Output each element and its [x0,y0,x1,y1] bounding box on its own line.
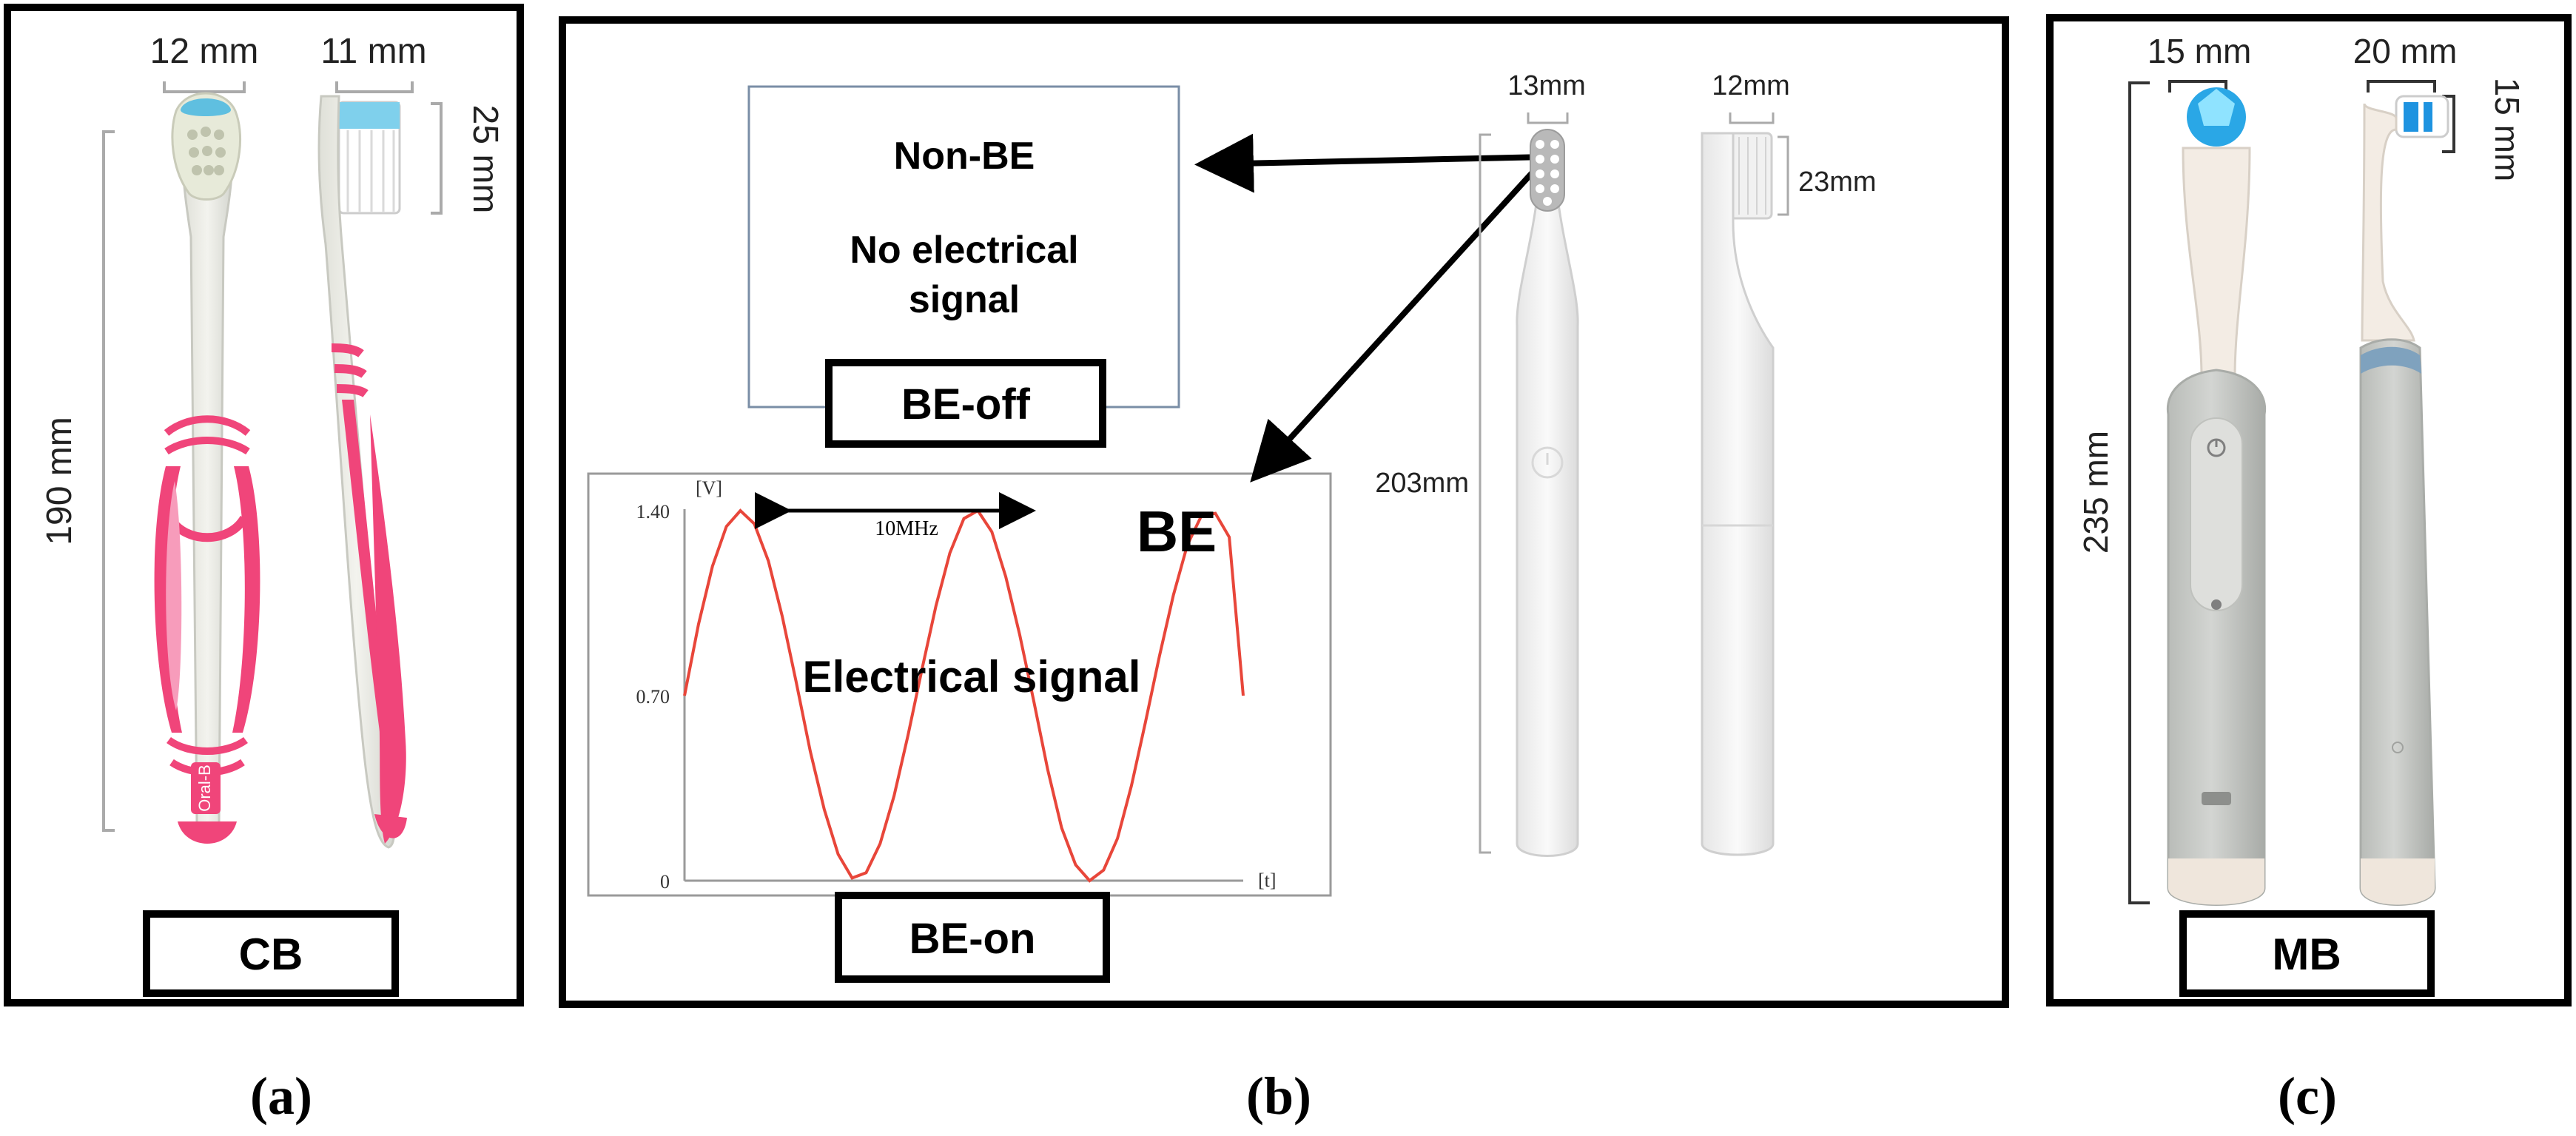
dim-a-total-length: 190 mm [40,417,79,545]
dim-b-total-length: 203mm [1375,468,1469,499]
panel-c: 15 mm 20 mm 15 mm 235 mm [2046,14,2572,1006]
be-chart-box [587,472,1332,897]
dim-b-side-width: 12mm [1712,70,1790,101]
non-be-title: Non-BE [894,135,1035,178]
manual-toothbrush-side [317,95,407,849]
panel-a: 12 mm 11 mm 25 mm 190 mm Oral-B [4,4,524,1006]
electric-toothbrush-side [2359,95,2449,906]
non-be-box [747,85,1180,409]
dim-a-head-length: 25 mm [465,105,505,214]
label-box-cb [143,910,399,997]
dim-c-side-width: 20 mm [2353,32,2458,70]
manual-toothbrush-front: Oral-B [154,92,260,844]
panel-a-border [4,4,524,1006]
caption-b: (b) [1246,1066,1311,1126]
label-box-mb [2179,910,2435,997]
panel-b-dimensions [1479,112,1789,854]
label-box-be-off [825,359,1106,448]
label-mb: MB [2272,930,2341,979]
electric-toothbrush-front [2166,87,2267,906]
y-tick-2: 1.40 [636,501,670,522]
signal-chart: [V] [t] 0 0.70 1.40 10MHz [636,477,1277,893]
caption-c: (c) [2278,1066,2337,1126]
arrow-to-non-be [1194,133,1547,193]
electrical-signal-text: Electrical signal [803,652,1141,702]
brand-mark-a: Oral-B [195,764,214,812]
dim-c-total-length: 235 mm [2076,431,2115,554]
non-be-line2: signal [909,278,1020,321]
label-box-be-on [835,892,1110,983]
label-be-off: BE-off [901,380,1031,428]
dim-c-head-length: 15 mm [2488,78,2526,182]
caption-a: (a) [250,1066,312,1126]
be-toothbrush-front [1516,129,1579,857]
y-tick-1: 0.70 [636,686,670,708]
panel-b-border [559,16,2009,1008]
dim-b-front-width: 13mm [1507,70,1586,101]
x-axis-label: [t] [1258,870,1277,891]
dim-c-front-width: 15 mm [2148,32,2252,70]
y-axis-label: [V] [696,477,722,499]
panel-a-dimensions [102,81,443,832]
be-toothbrush-side [1701,132,1775,856]
label-cb: CB [239,930,303,979]
be-title: BE [1137,499,1217,564]
panel-c-dimensions [2128,80,2455,904]
frequency-annotation: 10MHz [875,517,938,540]
panel-b: Non-BE No electrical signal BE-off [V] [… [559,16,2009,1008]
panel-c-border [2046,14,2572,1006]
dim-a-front-width: 12 mm [150,32,259,71]
label-be-on: BE-on [909,915,1036,963]
dim-b-head-length: 23mm [1798,167,1877,198]
dim-a-side-width: 11 mm [320,32,426,71]
non-be-line1: No electrical [850,229,1078,272]
y-tick-0: 0 [660,871,670,893]
arrow-to-be [1250,155,1549,483]
